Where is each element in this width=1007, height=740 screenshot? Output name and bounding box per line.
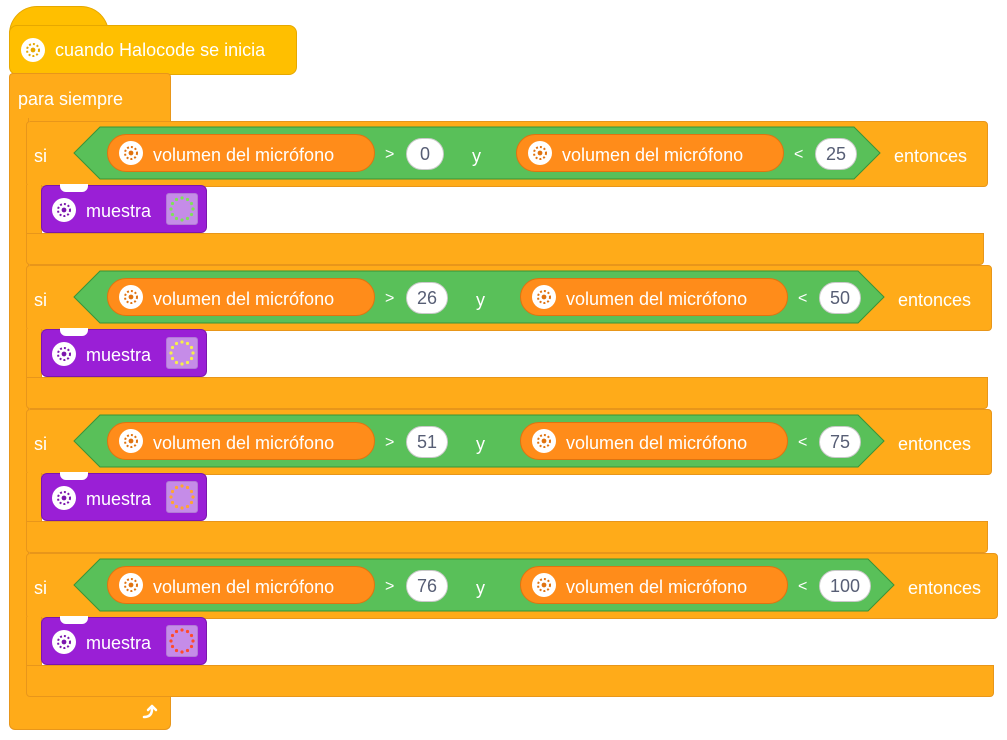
and-label: y — [472, 146, 481, 166]
halocode-icon — [119, 285, 143, 309]
if-block-bottom[interactable] — [26, 665, 994, 697]
mic-volume-label: volumen del micrófono — [566, 433, 748, 453]
halocode-icon — [21, 38, 45, 62]
halocode-icon — [532, 573, 556, 597]
less-than-operator: < — [794, 146, 804, 163]
threshold-min-input[interactable]: 51 — [406, 426, 448, 458]
halocode-icon — [52, 198, 76, 222]
hat-label: cuando Halocode se inicia — [55, 40, 266, 60]
mic-volume-reporter[interactable] — [516, 134, 784, 172]
show-label: muestra — [86, 633, 152, 653]
halocode-icon — [532, 285, 556, 309]
halocode-icon — [119, 429, 143, 453]
mic-volume-reporter[interactable] — [107, 134, 375, 172]
threshold-min-input[interactable]: 76 — [406, 570, 448, 602]
mic-volume-label: volumen del micrófono — [153, 577, 335, 597]
block-notch — [60, 472, 88, 480]
led-ring-picker[interactable] — [166, 625, 198, 657]
mic-volume-label: volumen del micrófono — [153, 433, 335, 453]
if-label: si — [34, 290, 47, 310]
loop-arrow-icon — [140, 703, 160, 723]
mic-volume-reporter[interactable] — [520, 566, 788, 604]
less-than-operator: < — [798, 290, 808, 307]
threshold-max-input[interactable]: 100 — [819, 570, 871, 602]
show-label: muestra — [86, 201, 152, 221]
halocode-icon — [532, 429, 556, 453]
if-block-bottom[interactable] — [26, 233, 984, 265]
mic-volume-label: volumen del micrófono — [562, 145, 744, 165]
threshold-max-input[interactable]: 75 — [819, 426, 861, 458]
hat-block[interactable] — [9, 25, 297, 75]
led-ring-picker[interactable] — [166, 337, 198, 369]
forever-block-top[interactable] — [9, 73, 171, 121]
halocode-icon — [119, 573, 143, 597]
then-label: entonces — [908, 578, 982, 598]
and-label: y — [476, 578, 485, 598]
mic-volume-reporter[interactable] — [107, 422, 375, 460]
halocode-icon — [52, 342, 76, 366]
if-block-bottom[interactable] — [26, 521, 988, 553]
greater-than-operator: > — [385, 290, 395, 307]
mic-volume-label: volumen del micrófono — [566, 577, 748, 597]
and-label: y — [476, 290, 485, 310]
then-label: entonces — [894, 146, 968, 166]
if-label: si — [34, 578, 47, 598]
threshold-max-input[interactable]: 50 — [819, 282, 861, 314]
threshold-min-input[interactable]: 26 — [406, 282, 448, 314]
block-notch — [60, 616, 88, 624]
then-label: entonces — [898, 434, 972, 454]
mic-volume-reporter[interactable] — [520, 278, 788, 316]
mic-volume-label: volumen del micrófono — [153, 289, 335, 309]
mic-volume-reporter[interactable] — [107, 566, 375, 604]
if-block-bottom[interactable] — [26, 377, 988, 409]
led-ring-picker[interactable] — [166, 193, 198, 225]
block-notch — [60, 184, 88, 192]
mic-volume-label: volumen del micrófono — [153, 145, 335, 165]
led-ring-picker[interactable] — [166, 481, 198, 513]
greater-than-operator: > — [385, 146, 395, 163]
if-label: si — [34, 146, 47, 166]
then-label: entonces — [898, 290, 972, 310]
less-than-operator: < — [798, 578, 808, 595]
mic-volume-reporter[interactable] — [520, 422, 788, 460]
greater-than-operator: > — [385, 434, 395, 451]
block-notch — [60, 328, 88, 336]
if-label: si — [34, 434, 47, 454]
forever-block-bottom[interactable] — [9, 696, 171, 730]
threshold-max-input[interactable]: 25 — [815, 138, 857, 170]
mic-volume-reporter[interactable] — [107, 278, 375, 316]
and-label: y — [476, 434, 485, 454]
halocode-icon — [119, 141, 143, 165]
forever-label: para siempre — [18, 89, 124, 109]
halocode-icon — [52, 486, 76, 510]
show-label: muestra — [86, 489, 152, 509]
threshold-min-input[interactable]: 0 — [406, 138, 444, 170]
halocode-icon — [52, 630, 76, 654]
mic-volume-label: volumen del micrófono — [566, 289, 748, 309]
less-than-operator: < — [798, 434, 808, 451]
greater-than-operator: > — [385, 578, 395, 595]
show-label: muestra — [86, 345, 152, 365]
halocode-icon — [528, 141, 552, 165]
